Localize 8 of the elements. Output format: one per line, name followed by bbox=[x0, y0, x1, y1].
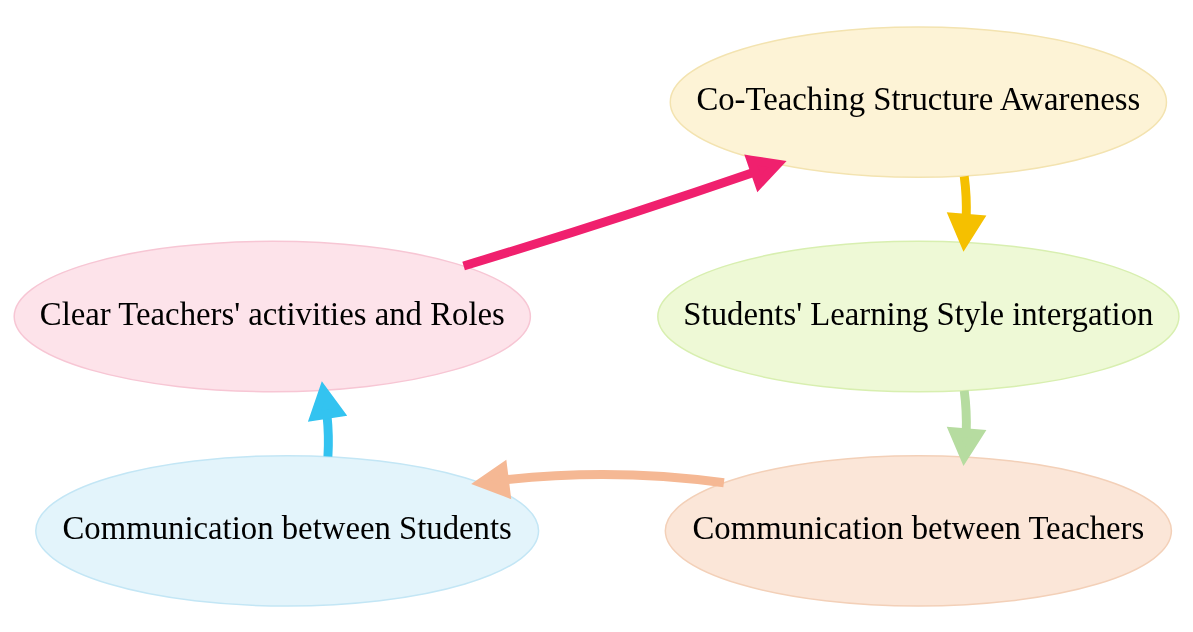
node-ellipse: Clear Teachers' activities and Roles bbox=[13, 240, 532, 392]
node-ellipse: Co-Teaching Structure Awareness bbox=[669, 25, 1168, 178]
arrow bbox=[462, 154, 787, 270]
arrow bbox=[471, 459, 725, 499]
node-ellipse: Communication between Students bbox=[35, 454, 540, 607]
node-ellipse: Students' Learning Style intergation bbox=[657, 240, 1180, 392]
node-ellipse: Communication between Teachers bbox=[664, 454, 1173, 607]
arrow bbox=[307, 380, 348, 457]
